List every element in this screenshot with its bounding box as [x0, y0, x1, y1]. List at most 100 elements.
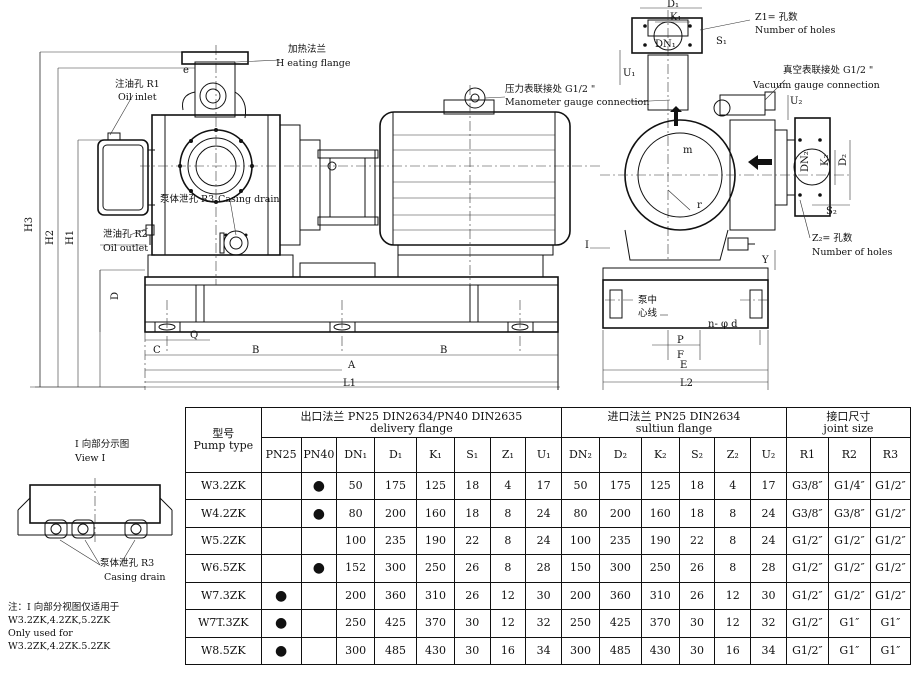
note-line-4: W3.2ZK,4.2ZK.5.2ZK [8, 641, 111, 652]
front-view [30, 45, 600, 390]
side-view [590, 7, 851, 390]
table-cell: 250 [416, 554, 455, 583]
table-cell: 24 [750, 499, 787, 528]
table-cell: 370 [640, 609, 680, 638]
vacuum-label-zh: 真空表联接处 G1/2 " [783, 64, 873, 76]
table-cell: 80 [561, 499, 600, 528]
table-cell: 8 [489, 499, 527, 528]
table-cell: 26 [678, 581, 716, 611]
table-column-header: Z₁ [489, 437, 527, 473]
table-cell: 160 [640, 499, 680, 528]
drawing-text: 注油孔 R1 Oil inlet 加热法兰 H eating flange 泵体… [24, 0, 892, 583]
dim-e-small: e [183, 65, 189, 76]
table-cell: 100 [336, 526, 376, 556]
view-i-drain-label-zh: 泵体泄孔 R3 [100, 557, 154, 569]
casing-drain-label-en: Casing drain [218, 194, 280, 205]
table-cell: 235 [374, 526, 418, 556]
dim-u1: U₁ [623, 68, 635, 79]
table-column-header: U₁ [525, 437, 563, 473]
table-cell: 310 [640, 581, 680, 611]
table-column-header: U₂ [750, 437, 787, 473]
table-cell: ● [260, 636, 302, 666]
pump-model-cell: W5.2ZK [185, 526, 262, 556]
table-cell [260, 526, 302, 556]
table-cell: 30 [678, 636, 716, 666]
dim-h1: H1 [65, 230, 76, 245]
header-delivery-en: delivery flange [369, 421, 453, 435]
table-cell: 32 [750, 609, 787, 638]
header-joint-zh: 接口尺寸 [826, 409, 871, 423]
table-cell: 8 [714, 554, 752, 583]
header-pump-type-en: Pump type [193, 439, 254, 452]
table-cell: 18 [678, 499, 716, 528]
table-cell: G1/2″ [827, 581, 871, 611]
table-cell: 200 [561, 581, 600, 611]
pump-model-cell: W4.2ZK [185, 499, 262, 528]
table-cell: 125 [416, 471, 455, 501]
dim-u2: U₂ [790, 96, 802, 107]
table-cell: G1″ [827, 636, 871, 666]
header-joint-en: joint size [823, 421, 874, 435]
table-cell: 190 [640, 526, 680, 556]
manometer-label-zh: 压力表联接处 G1/2 " [505, 83, 595, 95]
table-cell: 12 [489, 609, 527, 638]
table-cell: 200 [374, 499, 418, 528]
table-cell: 360 [374, 581, 418, 611]
table-cell: 34 [750, 636, 787, 666]
table-cell: 235 [598, 526, 642, 556]
table-column-header: K₂ [640, 437, 680, 473]
table-cell: 300 [561, 636, 600, 666]
z2-holes-label-en: Number of holes [812, 247, 892, 258]
table-cell: 425 [598, 609, 642, 638]
table-cell: G1/2″ [869, 471, 912, 501]
table-cell: 50 [561, 471, 600, 501]
table-column-header: K₁ [416, 437, 455, 473]
table-cell: G1/2″ [785, 554, 829, 583]
pump-spec-table: 型号 Pump type 出口法兰 PN25 DIN2634/PN40 DIN2… [185, 407, 912, 666]
table-cell: 425 [374, 609, 418, 638]
view-i-drain-label-en: Casing drain [104, 572, 166, 583]
table-cell: 17 [750, 471, 787, 501]
table-column-header: PN25 [260, 437, 302, 473]
oil-outlet-label-en: Oil outlet [103, 243, 148, 254]
table-cell: 200 [336, 581, 376, 611]
table-cell: 18 [453, 471, 491, 501]
table-cell: G1/2″ [827, 526, 871, 556]
table-column-header: DN₁ [336, 437, 376, 473]
table-cell: G3/8″ [785, 499, 829, 528]
z1-holes-label-zh: Z1= 孔数 [755, 11, 798, 23]
dim-b-left: B [252, 345, 259, 356]
table-column-header: Z₂ [714, 437, 752, 473]
table-cell [300, 581, 338, 611]
table-cell: ● [300, 471, 338, 501]
dim-dn2: DN₂ [800, 151, 811, 172]
table-cell: 370 [416, 609, 455, 638]
dim-h2: H2 [45, 230, 56, 245]
table-cell: ● [300, 499, 338, 528]
dim-i: I [585, 240, 589, 251]
header-joint-size: 接口尺寸 joint size [785, 407, 912, 438]
dim-f: F [677, 350, 684, 361]
table-cell: 26 [453, 554, 491, 583]
z1-holes-label-en: Number of holes [755, 25, 835, 36]
table-cell: G1″ [827, 609, 871, 638]
dim-a: A [347, 360, 356, 371]
table-cell: 26 [453, 581, 491, 611]
table-cell: G1/2″ [869, 499, 912, 528]
table-cell: 8 [714, 499, 752, 528]
table-cell: 250 [336, 609, 376, 638]
manometer-label-en: Manometer gauge connection [505, 97, 649, 108]
header-pump-type: 型号 Pump type [185, 407, 262, 473]
z2-holes-label-zh: Z₂= 孔数 [812, 232, 853, 244]
table-cell: G3/8″ [785, 471, 829, 501]
table-cell: 50 [336, 471, 376, 501]
dim-l1: L1 [343, 378, 356, 389]
table-cell: 12 [714, 581, 752, 611]
table-column-header: R3 [869, 437, 912, 473]
dim-q: Q [190, 330, 198, 341]
